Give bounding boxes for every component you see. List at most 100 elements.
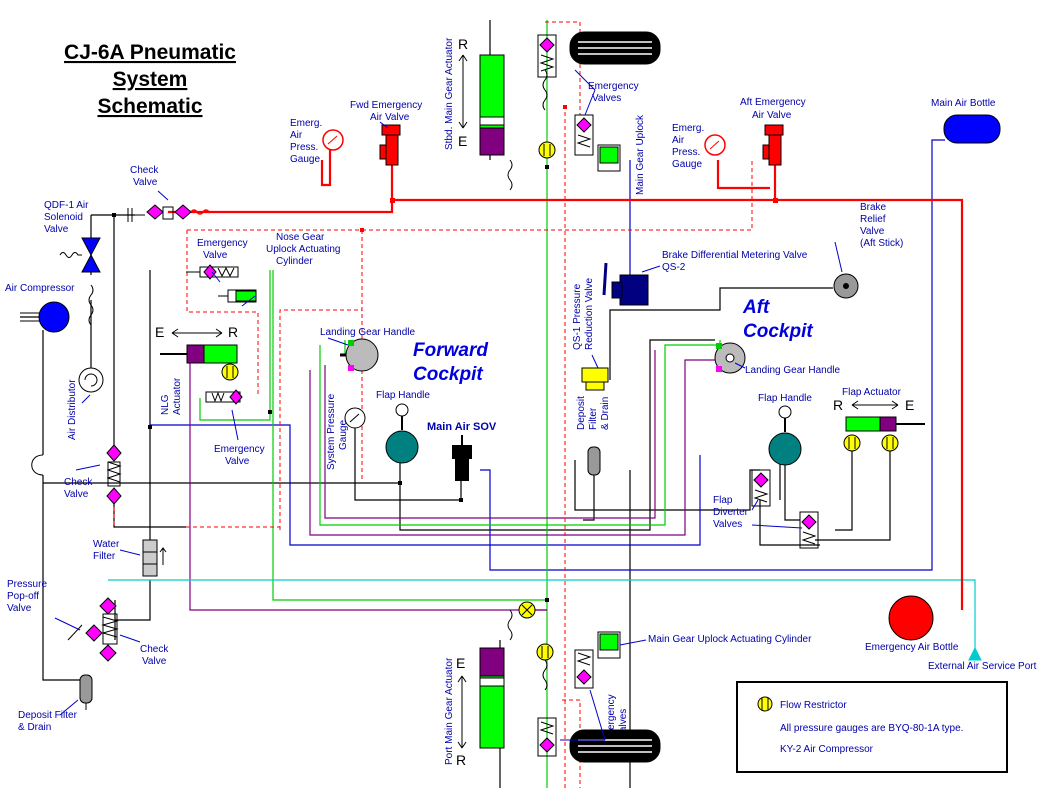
port-uplock-cylinder: Main Gear Uplock Actuating Cylinder <box>597 631 812 659</box>
label-aft-gauge-4: Gauge <box>672 159 702 170</box>
fwd-landing-gear-handle[interactable]: Landing Gear Handle <box>320 327 416 372</box>
label-check-valve-top-1: Check <box>130 165 159 176</box>
title-line2: System <box>113 68 188 91</box>
black-lines <box>20 20 891 788</box>
stbd-emergency-valves: Emergency Valves <box>537 34 639 156</box>
aft-landing-gear-handle[interactable]: Landing Gear Handle <box>714 342 841 376</box>
forward-cockpit-1: Forward <box>413 340 488 361</box>
label-emerg-valves-bottom-1: Emergency <box>606 694 617 745</box>
label-popoff-1: Pressure <box>7 579 47 590</box>
letter-flap-e: E <box>905 397 914 413</box>
label-deposit-mid-3: & Drain <box>600 397 611 430</box>
flow-restrictor-stbd <box>538 141 556 159</box>
label-air-compressor: Air Compressor <box>5 283 75 294</box>
label-main-air-bottle: Main Air Bottle <box>931 98 996 109</box>
letter-nlg-r: R <box>228 324 238 340</box>
letter-flap-r: R <box>833 397 843 413</box>
aft-flap-handle[interactable]: Flap Handle <box>758 393 812 466</box>
label-nose-uplock-1: Nose Gear <box>276 232 325 243</box>
label-popoff-2: Pop-off <box>7 591 39 602</box>
aft-emergency-air-valve[interactable]: Aft Emergency Air Valve <box>740 97 806 166</box>
label-deposit-mid-1: Deposit <box>576 396 587 430</box>
label-stbd-actuator: Stbd. Main Gear Actuator <box>444 37 455 150</box>
label-brake-diff-2: QS-2 <box>662 262 686 273</box>
legend-gauges-note: All pressure gauges are BYQ-80-1A type. <box>780 723 963 734</box>
label-fwd-emerg-valve-2: Air Valve <box>370 112 410 123</box>
label-check-valve-left-1: Check <box>64 477 93 488</box>
label-emerg-valves-bottom-2: Valves <box>618 709 629 738</box>
stbd-uplock-cylinder: Main Gear Uplock <box>597 114 646 195</box>
loop-coil <box>31 454 44 476</box>
flow-restrictor-crossover <box>518 601 536 619</box>
label-brake-relief-2: Relief <box>860 214 886 225</box>
red-emergency-lines <box>168 140 964 610</box>
label-flap-actuator: Flap Actuator <box>842 387 902 398</box>
junction-dots <box>112 165 549 602</box>
fwd-flap-handle[interactable]: Flap Handle <box>376 390 430 464</box>
label-aft-gauge-2: Air <box>672 135 685 146</box>
pressure-popoff-valve: Pressure Pop-off Valve Check Valve <box>7 579 169 667</box>
label-deposit-left-2: & Drain <box>18 722 51 733</box>
label-system-gauge-2: Gauge <box>338 420 349 450</box>
purple-lines <box>189 350 715 611</box>
fwd-emergency-air-valve[interactable]: Fwd Emergency Air Valve <box>350 100 422 166</box>
label-emergency-air-bottle: Emergency Air Bottle <box>865 642 959 653</box>
nlg-actuator: E R NLG Actuator <box>155 324 238 415</box>
label-qdf-2: Solenoid <box>44 212 83 223</box>
forward-cockpit-2: Cockpit <box>413 364 483 385</box>
main-air-sov[interactable]: Main Air SOV <box>427 421 497 481</box>
letter-stbd-e: E <box>458 133 467 149</box>
legend-compressor-note: KY-2 Air Compressor <box>780 744 874 755</box>
label-main-uplock-cyl: Main Gear Uplock Actuating Cylinder <box>648 634 812 645</box>
label-emerg-valves-top-2: Valves <box>592 93 621 104</box>
check-valve-top: Check Valve <box>127 165 210 222</box>
label-popoff-3: Valve <box>7 603 32 614</box>
red-dashed-lines <box>113 21 753 788</box>
aft-cockpit-2: Cockpit <box>743 321 813 342</box>
label-water-filter-1: Water <box>93 539 120 550</box>
label-brake-relief-4: (Aft Stick) <box>860 238 903 249</box>
label-fwd-emerg-valve-1: Fwd Emergency <box>350 100 422 111</box>
label-port-actuator: Port Main Gear Actuator <box>444 657 455 765</box>
label-nose-uplock-3: Cylinder <box>276 256 313 267</box>
label-emerg-valves-top-1: Emergency <box>588 81 639 92</box>
label-check-valve-bottom-2: Valve <box>142 656 167 667</box>
title-line3: Schematic <box>97 95 202 118</box>
label-main-gear-uplock: Main Gear Uplock <box>635 114 646 195</box>
label-brake-diff-1: Brake Differential Metering Valve <box>662 250 808 261</box>
letter-nlg-e: E <box>155 324 164 340</box>
port-main-wheel <box>569 729 661 763</box>
label-system-gauge: System Pressure <box>326 393 337 470</box>
air-compressor: Air Compressor <box>5 283 75 333</box>
port-main-gear-actuator: E R Port Main Gear Actuator <box>444 647 505 768</box>
emergency-air-bottle: Emergency Air Bottle <box>865 595 959 653</box>
label-nlg-actuator: Actuator <box>172 377 183 415</box>
label-air-distributor: Air Distributor <box>67 379 78 440</box>
label-brake-relief-3: Valve <box>860 226 885 237</box>
label-aft-gauge-3: Press. <box>672 147 700 158</box>
nose-emergency-valve: Emergency Valve <box>186 238 248 280</box>
letter-port-r: R <box>456 752 466 768</box>
stbd-main-gear-actuator: R E Stbd. Main Gear Actuator <box>444 36 505 156</box>
legend-flow-restrictor: Flow Restrictor <box>780 700 847 711</box>
legend: Flow Restrictor All pressure gauges are … <box>736 681 1008 773</box>
label-nlg-emerg-valve-2: Valve <box>225 456 250 467</box>
label-fwd-gauge-2: Air <box>290 130 303 141</box>
label-deposit-left-1: Deposit Filter <box>18 710 78 721</box>
label-external-port: External Air Service Port <box>928 661 1037 672</box>
check-valve-left: Check Valve <box>64 444 122 505</box>
label-qdf-1: QDF-1 Air <box>44 200 89 211</box>
flow-restrictor-port <box>536 643 554 661</box>
label-qs1-2: Reduction Valve <box>584 277 595 350</box>
label-nose-emerg-valve-2: Valve <box>203 250 228 261</box>
leader-arrows <box>54 69 843 741</box>
brake-differential-valve: Brake Differential Metering Valve QS-2 <box>602 250 808 306</box>
external-air-service-port: External Air Service Port <box>928 646 1037 672</box>
air-distributor: Air Distributor <box>67 367 104 440</box>
fwd-emergency-gauge: Emerg. Air Press. Gauge <box>290 118 344 165</box>
title-line1: CJ-6A Pneumatic <box>64 41 236 64</box>
deposit-filter-mid: Deposit Filter & Drain <box>576 396 611 476</box>
qs1-pressure-reduction-valve: QS-1 Pressure Reduction Valve <box>572 277 609 391</box>
letter-port-e: E <box>456 655 465 671</box>
